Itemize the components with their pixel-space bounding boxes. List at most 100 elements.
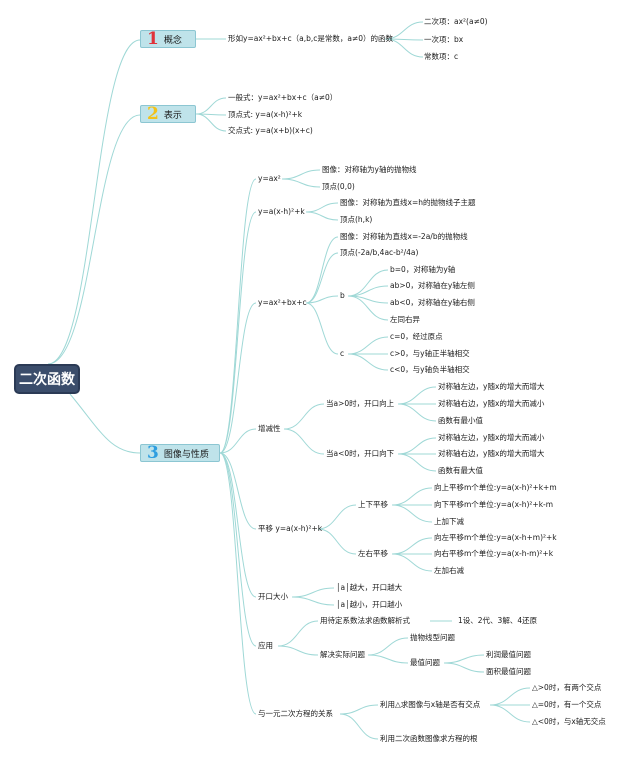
connector (347, 295, 389, 321)
topic-item[interactable]: │a│越大，开口越大 (336, 583, 403, 592)
representation-general[interactable]: 一般式：y=ax²+bx+c（a≠0） (228, 93, 338, 102)
connector (219, 452, 257, 530)
topic-item[interactable]: 对称轴左边，y随x的增大而减小 (438, 433, 545, 442)
topic-undetermined-coeff[interactable]: 用待定系数法求函数解析式 (320, 616, 410, 625)
connector (317, 528, 357, 555)
connector (219, 452, 257, 598)
topic-roots[interactable]: 利用二次函数图像求方程的根 (380, 734, 478, 743)
topic-equation-relation[interactable]: 与一元二次方程的关系 (258, 709, 333, 718)
topic-item[interactable]: 顶点(0,0) (322, 182, 355, 191)
topic-a-positive[interactable]: 当a>0时，开口向上 (326, 399, 395, 408)
topic-translation[interactable]: 平移 y=a(x-h)²+k (258, 524, 323, 533)
topic-general-form[interactable]: y=ax²+bx+c (258, 298, 307, 307)
topic-item[interactable]: 向右平移m个单位:y=a(x-h-m)²+k (434, 549, 554, 558)
topic-item[interactable]: 向下平移m个单位:y=a(x-h)²+k-m (434, 500, 554, 509)
branch-representation[interactable]: 2 表示 (140, 105, 196, 123)
connector (305, 295, 339, 304)
connector (219, 452, 257, 647)
topic-item[interactable]: △>0时，有两个交点 (532, 683, 602, 692)
concept-definition[interactable]: 形如y=ax²+bx+c（a,b,c是常数，a≠0）的函数 (228, 34, 394, 43)
topic-a-negative[interactable]: 当a<0时，开口向下 (326, 449, 395, 458)
root-topic[interactable]: 二次函数 (14, 364, 80, 394)
topic-y-ax2[interactable]: y=ax² (258, 174, 281, 183)
topic-monotonicity[interactable]: 增减性 (258, 424, 281, 433)
topic-item[interactable]: 面积最值问题 (486, 667, 531, 676)
connector (219, 428, 257, 454)
topic-item[interactable]: c=0，经过原点 (390, 332, 443, 341)
connector (291, 587, 335, 598)
concept-term[interactable]: 二次项：ax²(a≠0) (424, 17, 488, 26)
representation-intercept[interactable]: 交点式: y=a(x+b)(x+c) (228, 126, 313, 135)
topic-item[interactable]: ab>0，对称轴在y轴左侧 (390, 281, 475, 290)
topic-item[interactable]: 上加下减 (434, 517, 464, 526)
connector (281, 178, 321, 188)
representation-vertex[interactable]: 顶点式: y=a(x-h)²+k (228, 110, 303, 119)
topic-item[interactable]: c>0，与y轴正半轴相交 (390, 349, 470, 358)
topic-steps[interactable]: 1设、2代、3解、4还原 (458, 616, 538, 625)
topic-item[interactable]: 左同右异 (390, 315, 420, 324)
topic-opening-size[interactable]: 开口大小 (258, 592, 288, 601)
connector (283, 403, 325, 430)
topic-discriminant[interactable]: 利用△求图像与x轴是否有交点 (380, 700, 481, 709)
topic-c[interactable]: c (340, 349, 345, 358)
topic-practical[interactable]: 解决实际问题 (320, 650, 365, 659)
topic-item[interactable]: ab<0，对称轴在y轴右侧 (390, 298, 475, 307)
topic-vertex-form[interactable]: y=a(x-h)²+k (258, 207, 305, 216)
topic-item[interactable]: 图像：对称轴为直线x=h的抛物线子主题 (340, 198, 476, 207)
topic-item[interactable]: △=0时，有一个交点 (532, 700, 602, 709)
topic-item[interactable]: 向左平移m个单位:y=a(x-h+m)²+k (434, 533, 557, 542)
topic-item[interactable]: 利润最值问题 (486, 650, 531, 659)
connector (277, 645, 319, 656)
connector (305, 252, 339, 304)
topic-item[interactable]: 函数有最大值 (438, 466, 483, 475)
connector (391, 487, 433, 506)
topic-item[interactable]: │a│越小，开口越小 (336, 600, 403, 609)
connector (47, 39, 141, 365)
connector (305, 211, 339, 221)
topic-extreme-value[interactable]: 最值问题 (410, 658, 440, 667)
topic-item[interactable]: 向上平移m个单位:y=a(x-h)²+k+m (434, 483, 557, 492)
branch-label: 表示 (163, 110, 182, 121)
connector (367, 637, 409, 656)
connector (489, 704, 531, 723)
topic-horizontal-shift[interactable]: 左右平移 (358, 549, 388, 558)
branch-number: 2 (147, 104, 159, 124)
topic-item[interactable]: 函数有最小值 (438, 416, 483, 425)
connector (69, 393, 141, 454)
connector (291, 596, 335, 606)
connector (277, 620, 319, 647)
concept-term[interactable]: 一次项：bx (424, 35, 464, 44)
topic-item[interactable]: b=0，对称轴为y轴 (390, 265, 456, 274)
connector (219, 302, 257, 454)
connector (195, 113, 227, 132)
concept-term[interactable]: 常数项：c (424, 52, 459, 61)
connector (397, 453, 437, 472)
connector (347, 285, 389, 297)
topic-item[interactable]: 对称轴右边，y随x的增大而增大 (438, 449, 545, 458)
topic-item[interactable]: △<0时，与x轴无交点 (532, 717, 606, 726)
topic-item[interactable]: 图像：对称轴为直线x=-2a/b的抛物线 (340, 232, 468, 241)
topic-item[interactable]: 顶点(h,k) (340, 215, 373, 224)
topic-item[interactable]: c<0，与y轴负半轴相交 (390, 365, 470, 374)
topic-item[interactable]: 顶点(-2a/b,4ac-b²/4a) (340, 248, 419, 257)
connector (367, 654, 409, 664)
connector (443, 654, 485, 664)
branch-label: 图像与性质 (163, 449, 209, 460)
connector (281, 169, 321, 180)
topic-item[interactable]: 图像：对称轴为y轴的抛物线 (322, 165, 417, 174)
connector (283, 428, 325, 455)
topic-item[interactable]: 对称轴右边，y随x的增大而减小 (438, 399, 545, 408)
topic-item[interactable]: 对称轴左边，y随x的增大而增大 (438, 382, 545, 391)
branch-concept[interactable]: 1 概念 (140, 30, 196, 48)
connector (305, 236, 339, 304)
connector (391, 553, 433, 572)
connector (219, 452, 257, 715)
topic-item[interactable]: 左加右减 (434, 566, 464, 575)
topic-application[interactable]: 应用 (258, 641, 273, 650)
connector (347, 353, 389, 371)
branch-graph-properties[interactable]: 3 图像与性质 (140, 444, 220, 462)
topic-vertical-shift[interactable]: 上下平移 (358, 500, 388, 509)
topic-item[interactable]: 抛物线型问题 (410, 633, 455, 642)
topic-b[interactable]: b (340, 291, 345, 300)
